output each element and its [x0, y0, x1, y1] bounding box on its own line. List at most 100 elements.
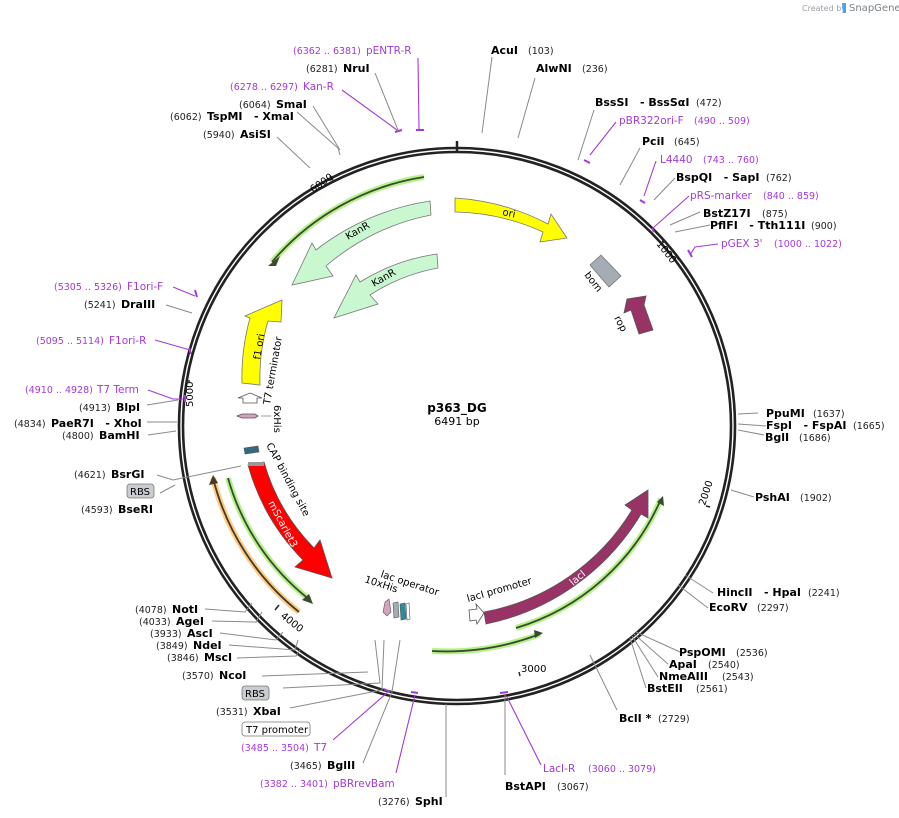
primer-label-pbr322ori-f[interactable]: pBR322ori-F (490 .. 509): [619, 115, 750, 127]
svg-text:(4834): (4834): [14, 419, 46, 430]
site-label-bstapi[interactable]: BstAPI (3067): [505, 780, 589, 793]
site-label-ndei[interactable]: (3849) NdeI: [156, 639, 222, 652]
site-label-agei[interactable]: (4033) AgeI: [139, 615, 204, 628]
svg-text:(3060 .. 3079): (3060 .. 3079): [588, 764, 656, 775]
feature-10xhis[interactable]: [382, 598, 392, 617]
svg-text:NruI: NruI: [343, 62, 370, 75]
site-label-acui[interactable]: AcuI (103): [491, 44, 554, 57]
svg-text:(743 .. 760): (743 .. 760): [703, 155, 759, 166]
svg-text:AsiSI: AsiSI: [240, 128, 271, 141]
svg-text:(1637): (1637): [813, 409, 845, 420]
site-label-nrui[interactable]: (6281) NruI: [306, 62, 370, 75]
feature-rop[interactable]: rop: [611, 295, 654, 335]
site-label-nmeaiii[interactable]: NmeAIII (2543): [659, 670, 754, 683]
svg-text:(6362 .. 6381): (6362 .. 6381): [293, 46, 361, 57]
site-label-xbai[interactable]: (3531) XbaI: [216, 705, 281, 718]
site-label-pcii[interactable]: PciI (645): [642, 135, 700, 148]
svg-text:BseRI: BseRI: [118, 503, 153, 516]
feature-lac-operator-cluster[interactable]: lac operator 10xHis: [363, 569, 441, 621]
site-label-ecorv[interactable]: EcoRV (2297): [709, 601, 789, 614]
feature-kanr-2[interactable]: KanR: [333, 253, 439, 319]
plasmid-length: 6491 bp: [434, 415, 479, 428]
svg-text:AscI: AscI: [187, 627, 213, 640]
site-label-bseri[interactable]: (4593) BseRI: [81, 503, 153, 516]
feature-kanr-orf[interactable]: [268, 174, 425, 266]
site-label-sphi[interactable]: SphI (3276): [378, 795, 443, 808]
site-label-draiii[interactable]: (5241) DraIII: [84, 298, 155, 311]
site-label-pspomi[interactable]: PspOMI (2536): [679, 646, 768, 659]
site-label-noti[interactable]: (4078) NotI: [135, 603, 198, 616]
svg-text:PshAI: PshAI: [755, 491, 790, 504]
site-label-bspqi[interactable]: BspQI - SapI (762): [676, 171, 792, 184]
site-label-asci[interactable]: (3933) AscI: [150, 627, 213, 640]
svg-text:(3276): (3276): [378, 797, 410, 808]
site-label-bgli[interactable]: BglI (1686): [765, 431, 831, 444]
feature-bom[interactable]: bom: [582, 254, 622, 294]
site-label-tspmi[interactable]: (6062) TspMI - XmaI: [170, 110, 294, 123]
feature-mscarlet3-orf[interactable]: [225, 477, 313, 604]
primer-label-pbrrevbam[interactable]: (3382 .. 3401) pBRrevBam: [260, 778, 395, 790]
boxed-label-t7-promoter[interactable]: T7 promoter: [241, 721, 311, 737]
svg-text:(3849): (3849): [156, 641, 188, 652]
site-label-bamhi[interactable]: (4800) BamHI: [62, 429, 140, 442]
site-label-pshai[interactable]: PshAI (1902): [755, 491, 832, 504]
svg-text:BstAPI: BstAPI: [505, 780, 546, 793]
svg-text:BglI: BglI: [765, 431, 789, 444]
site-label-msci[interactable]: (3846) MscI: [167, 651, 232, 664]
site-label-paer7i[interactable]: (4834) PaeR7I - XhoI: [14, 417, 142, 430]
svg-text:BstZ17I: BstZ17I: [703, 207, 751, 220]
feature-ori[interactable]: ori: [454, 197, 568, 243]
primer-label-pentr-r[interactable]: (6362 .. 6381) pENTR-R: [293, 45, 412, 57]
svg-text:Kan-R: Kan-R: [303, 81, 334, 93]
primer-label-l4440[interactable]: L4440 (743 .. 760): [660, 154, 759, 166]
site-label-blpi[interactable]: (4913) BlpI: [79, 401, 140, 414]
svg-text:(2561): (2561): [696, 684, 728, 695]
svg-text:(3067): (3067): [557, 782, 589, 793]
feature-laci-orf[interactable]: [431, 496, 664, 655]
site-label-alwni[interactable]: AlwNI (236): [536, 62, 608, 75]
site-label-ncoi[interactable]: (3570) NcoI: [182, 669, 246, 682]
site-label-hincii[interactable]: HincII - HpaI (2241): [717, 586, 840, 599]
svg-text:(840 .. 859): (840 .. 859): [763, 191, 819, 202]
boxed-label-rbs-bottom[interactable]: RBS: [241, 685, 270, 701]
svg-text:pBRrevBam: pBRrevBam: [333, 778, 395, 790]
svg-text:(645): (645): [674, 137, 700, 148]
primer-label-f1ori-f[interactable]: (5305 .. 5326) F1ori-F: [54, 281, 163, 293]
boxed-label-rbs-left[interactable]: RBS: [126, 483, 155, 499]
site-label-bcli[interactable]: BclI * (2729): [619, 712, 690, 725]
svg-text:(762): (762): [766, 173, 792, 184]
svg-text:(1686): (1686): [799, 433, 831, 444]
site-label-bstz17i[interactable]: BstZ17I (875): [703, 207, 788, 220]
svg-text:ApaI: ApaI: [669, 658, 697, 671]
svg-text:(4910 .. 4928): (4910 .. 4928): [25, 385, 93, 396]
svg-text:pBR322ori-F: pBR322ori-F: [619, 115, 684, 127]
site-label-smai[interactable]: (6064) SmaI: [239, 98, 307, 111]
feature-orange-orf[interactable]: [209, 475, 301, 615]
tick-4000: 4000: [278, 611, 305, 635]
site-label-apai[interactable]: ApaI (2540): [669, 658, 740, 671]
primer-label-laci-r[interactable]: LacI-R (3060 .. 3079): [543, 763, 656, 775]
primer-label-kan-r[interactable]: (6278 .. 6297) Kan-R: [230, 81, 334, 93]
site-label-bsteii[interactable]: BstEII (2561): [647, 682, 728, 695]
feature-f1-ori[interactable]: f1 ori: [241, 299, 283, 386]
primer-label-pgex3[interactable]: pGEX 3' (1000 .. 1022): [721, 238, 842, 250]
tick-3000: 3000: [521, 664, 546, 675]
site-label-bsssi[interactable]: BssSI - BssSαI (472): [595, 96, 722, 109]
primer-label-t7[interactable]: (3485 .. 3504) T7: [241, 742, 327, 754]
tick-2000: 2000: [697, 479, 715, 507]
site-label-ppumi[interactable]: PpuMI (1637): [766, 407, 845, 420]
primer-label-prs-marker[interactable]: pRS-marker (840 .. 859): [690, 190, 819, 202]
site-label-pflfi[interactable]: PflFI - Tth111I (900): [710, 219, 837, 232]
feature-6xhis[interactable]: 6xHis: [235, 405, 282, 433]
primer-label-f1ori-r[interactable]: (5095 .. 5114) F1ori-R: [36, 335, 146, 347]
svg-text:SphI: SphI: [415, 795, 443, 808]
site-label-asisi[interactable]: (5940) AsiSI: [203, 128, 271, 141]
site-label-bglii[interactable]: (3465) BglII: [290, 759, 355, 772]
site-label-bsrgi[interactable]: (4621) BsrGI: [74, 468, 144, 481]
primer-label-t7-term[interactable]: (4910 .. 4928) T7 Term: [25, 384, 139, 396]
svg-text:AgeI: AgeI: [176, 615, 204, 628]
svg-text:NotI: NotI: [172, 603, 198, 616]
svg-text:SmaI: SmaI: [276, 98, 307, 111]
svg-text:HincII - HpaI: HincII - HpaI: [717, 586, 801, 599]
site-label-fspi[interactable]: FspI - FspAI (1665): [766, 419, 885, 432]
